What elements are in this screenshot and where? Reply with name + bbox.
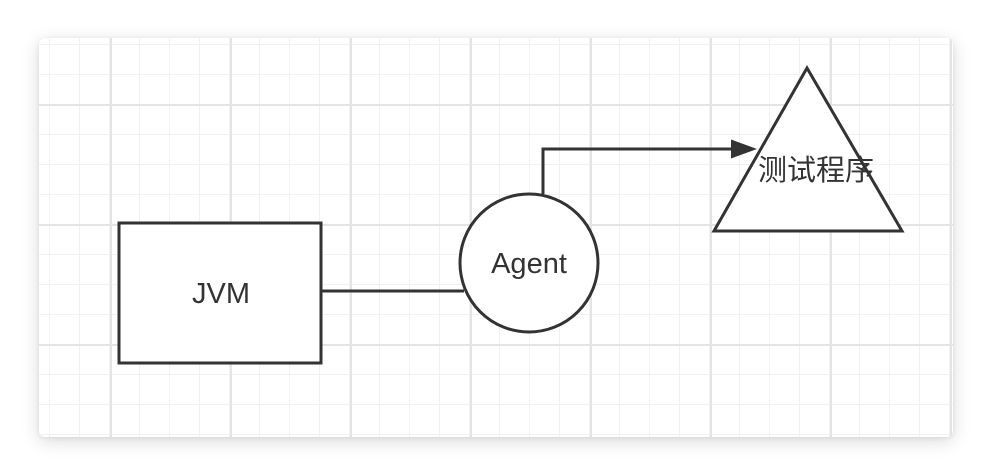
node-jvm-label: JVM xyxy=(192,278,250,310)
node-agent-label: Agent xyxy=(491,248,567,280)
node-jvm-rectangle[interactable] xyxy=(117,221,323,365)
connector-agent-testprogram[interactable] xyxy=(541,147,736,194)
node-testprogram-triangle[interactable] xyxy=(711,64,905,233)
node-agent-circle[interactable] xyxy=(458,192,600,334)
node-testprogram-label: 测试程序 xyxy=(758,154,874,187)
arrowhead-icon xyxy=(731,139,757,159)
